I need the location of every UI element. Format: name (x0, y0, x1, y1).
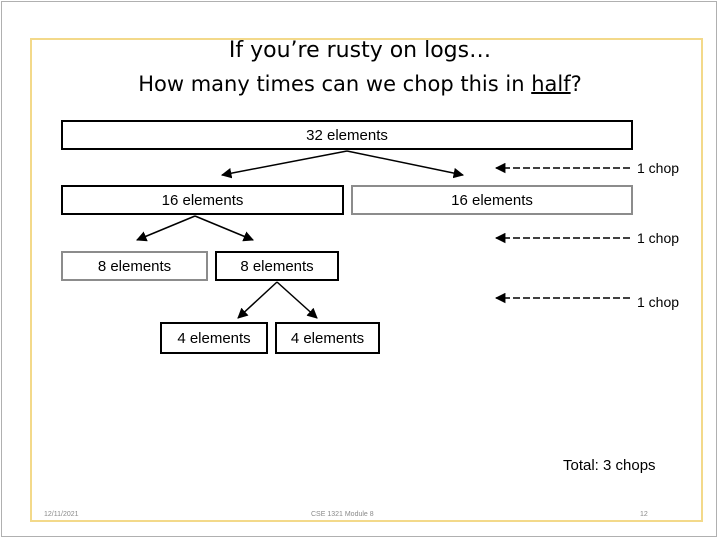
box-8-elements-left: 8 elements (61, 251, 208, 281)
title-line-1: If you’re rusty on logs… (228, 38, 492, 63)
slide-title: If you’re rusty on logs… (0, 38, 720, 63)
box-16-elements-right: 16 elements (351, 185, 633, 215)
subtitle-question-mark: ? (570, 72, 582, 96)
box-4-elements-right: 4 elements (275, 322, 380, 354)
slide-subtitle: How many times can we chop this in half? (0, 72, 720, 96)
box-label: 16 elements (451, 191, 533, 209)
box-4-elements-left: 4 elements (160, 322, 268, 354)
chop-label-2: 1 chop (637, 230, 680, 246)
box-8-elements-right: 8 elements (215, 251, 339, 281)
footer-course: CSE 1321 Module 8 (311, 511, 374, 518)
box-32-elements: 32 elements (61, 120, 633, 150)
subtitle-underlined-word: half (531, 72, 571, 96)
chop-label-3: 1 chop (637, 294, 680, 310)
box-label: 8 elements (97, 257, 172, 275)
footer-date: 12/11/2021 (44, 511, 79, 518)
total-chops: Total: 3 chops (563, 457, 656, 474)
box-label: 4 elements (177, 329, 251, 347)
box-16-elements-left: 16 elements (61, 185, 344, 215)
box-label: 32 elements (306, 126, 388, 144)
box-label: 8 elements (240, 257, 314, 275)
footer-page-number: 12 (640, 511, 648, 518)
content-frame (30, 38, 703, 522)
subtitle-text: How many times can we chop this in (138, 72, 532, 96)
box-label: 16 elements (161, 191, 244, 209)
chop-label-1: 1 chop (637, 160, 680, 176)
box-label: 4 elements (290, 329, 365, 347)
